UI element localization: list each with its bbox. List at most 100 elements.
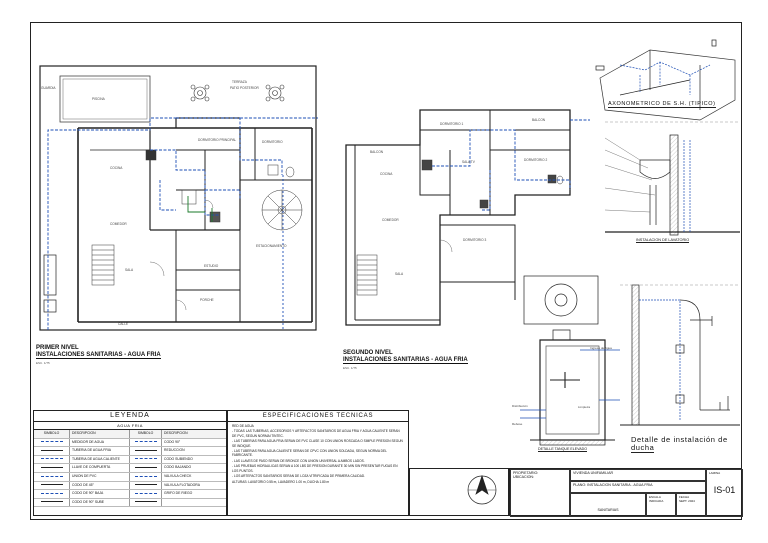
spec-item: - LAS TUBERIAS PARA AGUA FRIA SERAN DE P… [232, 439, 403, 448]
legend-symbol [34, 498, 70, 507]
second-floor-title-line2: INSTALACIONES SANITARIAS - AGUA FRIA [343, 356, 468, 364]
legend-description: REDUCCION [164, 448, 185, 453]
owner-label: PROPIETARIO: [513, 471, 539, 475]
project-value: VIVIENDA UNIFAMILIAR [573, 471, 614, 475]
legend-symbol-glyph [40, 449, 63, 451]
room-label-patio-posterior: PATIO POSTERIOR [230, 86, 259, 90]
legend-row: MEDIDOR DE AGUA CODO 90° [34, 438, 226, 448]
plan-cell: PLANO: INSTALACION SANITARIA - AGUA FRIA [570, 481, 706, 493]
date-cell: FECHA SEPT. 2024 [676, 493, 706, 517]
legend-symbol-glyph [134, 458, 157, 460]
room-label-balcon: BALCON [370, 150, 384, 154]
legend-header-row: SIMBOLO DESCRIPCION SIMBOLO DESCRIPCION [34, 430, 226, 439]
legend-description: CODO 90° [164, 439, 181, 444]
distribucion-label: Distribución [512, 404, 528, 408]
specs-title: ESPECIFICACIONES TECNICAS [228, 411, 408, 422]
date-value: SEPT. 2024 [679, 499, 695, 503]
legend-row: CODO DE 90° SUBE [34, 498, 226, 508]
legend-symbol-glyph [134, 484, 157, 486]
second-floor-plan [345, 109, 571, 326]
scale-cell: ESCALA INDICADA [646, 493, 676, 517]
sheet-number-cell: LAMINA IS-01 [706, 469, 743, 517]
date-label: FECHA [679, 495, 690, 499]
legend-symbol [130, 455, 162, 464]
isometric-detail [595, 39, 736, 121]
ducha-title-line1: Detalle de instalación de [631, 435, 728, 444]
legend-symbol [34, 438, 70, 447]
rebose-label: Rebose [512, 422, 523, 426]
lavatorio-detail [604, 121, 740, 236]
north-arrow-box [409, 468, 509, 516]
sheet-number-value: IS-01 [713, 485, 736, 495]
spec-item: - TODAS LAS TUBERIAS, ACCESORIOS Y ARTEF… [232, 429, 400, 438]
first-floor-title: PRIMER NIVEL INSTALACIONES SANITARIAS - … [36, 345, 161, 359]
legend-subtitle: AGUA FRIA [34, 422, 226, 430]
ingreso-agua-label: Ingreso de Agua [590, 346, 612, 350]
room-label-calle: CALLE [118, 322, 129, 326]
tanque-title: DETALLE TANQUE ELEVADO [538, 447, 588, 452]
second-floor-water-lines [432, 119, 590, 211]
specs-panel: ESPECIFICACIONES TECNICAS RED DE AGUA- T… [227, 410, 409, 516]
first-floor-scale: ESC. 1/75 [36, 361, 50, 365]
spec-item: - LOS ARTEFACTOS SANITARIOS SERAN DE LOZ… [232, 474, 366, 479]
legend-header-symbol-2: SIMBOLO [130, 430, 162, 438]
legend-symbol-glyph [134, 492, 157, 494]
legend-symbol-glyph [134, 501, 157, 503]
sheet-frame [30, 22, 742, 520]
room-label-dormitorio-1: DORMITORIO 1 [440, 122, 464, 126]
spec-item: - LAS LLAVES DE PASO SERAN DE BRONCE CON… [232, 458, 365, 463]
legend-symbol-glyph [134, 475, 157, 477]
room-label-dormitorio: DORMITORIO [262, 140, 283, 144]
ducha-title: Detalle de instalación de ducha [631, 436, 728, 453]
legend-symbol-glyph [40, 458, 63, 460]
legend-row: UNION DE PVC VALVULA CHECK [34, 472, 226, 482]
legend-symbol [130, 490, 162, 498]
legend-symbol [34, 481, 70, 490]
tank-top-view [523, 275, 599, 325]
room-label-sala-2: SALA [395, 272, 404, 276]
legend-symbol-glyph [40, 466, 63, 468]
legend-symbol [34, 490, 70, 498]
plan-label: PLANO: [573, 483, 587, 487]
owner-cell: PROPIETARIO: UBICACION: [510, 469, 570, 517]
legend-description: CODO DE 45° [70, 481, 130, 490]
first-floor-water-lines [47, 117, 318, 330]
room-label-balcon-2: BALCON [532, 118, 546, 122]
location-label: UBICACION: [513, 475, 534, 479]
legend-symbol [130, 447, 162, 455]
second-floor-scale: ESC. 1/75 [343, 366, 357, 370]
north-arrow [467, 474, 497, 505]
specialty-cell: SANITARIAS [570, 493, 646, 517]
legend-symbol [130, 472, 162, 481]
room-label-estudio: ESTUDIO [204, 264, 219, 268]
room-label-cocina: COCINA [110, 166, 123, 170]
room-label-dormitorio-principal: DORMITORIO PRINCIPAL [198, 138, 237, 142]
legend-description: GRIFO DE RIEGO [164, 491, 193, 496]
spec-item: ALTURAS: LAVATORIO 0.55 m, LAVADERO 1.00… [232, 479, 330, 484]
legend-description: TUBERIA DE AGUA CALIENTE [70, 455, 130, 464]
legend-symbol-glyph [40, 501, 63, 503]
legend-header-symbol: SIMBOLO [34, 430, 70, 438]
ducha-detail [620, 284, 740, 426]
legend-description: LLAVE DE COMPUERTA [70, 464, 130, 472]
legend-row: CODO DE 45° VALVULA FLOTADORA [34, 481, 226, 491]
room-label-terraza: TERRAZA [232, 80, 247, 84]
legend-description: CODO DE 90° BAJA [70, 490, 130, 498]
legend-symbol [130, 464, 162, 472]
legend-description: MEDIDOR DE AGUA [70, 438, 130, 447]
specialty-value: SANITARIAS [597, 508, 619, 512]
legend-symbol [34, 447, 70, 455]
legend-description: VALVULA CHECK [164, 473, 192, 478]
title-block: PROPIETARIO: UBICACION: VIVIENDA UNIFAMI… [509, 468, 743, 517]
legend-symbol-glyph [134, 441, 157, 443]
room-label-dormitorio-2: DORMITORIO 2 [524, 158, 548, 162]
room-label-comedor-2: COMEDOR [382, 218, 399, 222]
legend-symbol [130, 438, 162, 447]
legend-description: CODO DE 90° SUBE [70, 498, 130, 507]
legend-description: UNION DE PVC [70, 472, 130, 481]
room-label-porche: PORCHE [200, 298, 214, 302]
project-cell: VIVIENDA UNIFAMILIAR [570, 469, 706, 481]
legend-description: VALVULA FLOTADORA [164, 482, 200, 487]
first-floor-hot-lines [187, 196, 213, 222]
